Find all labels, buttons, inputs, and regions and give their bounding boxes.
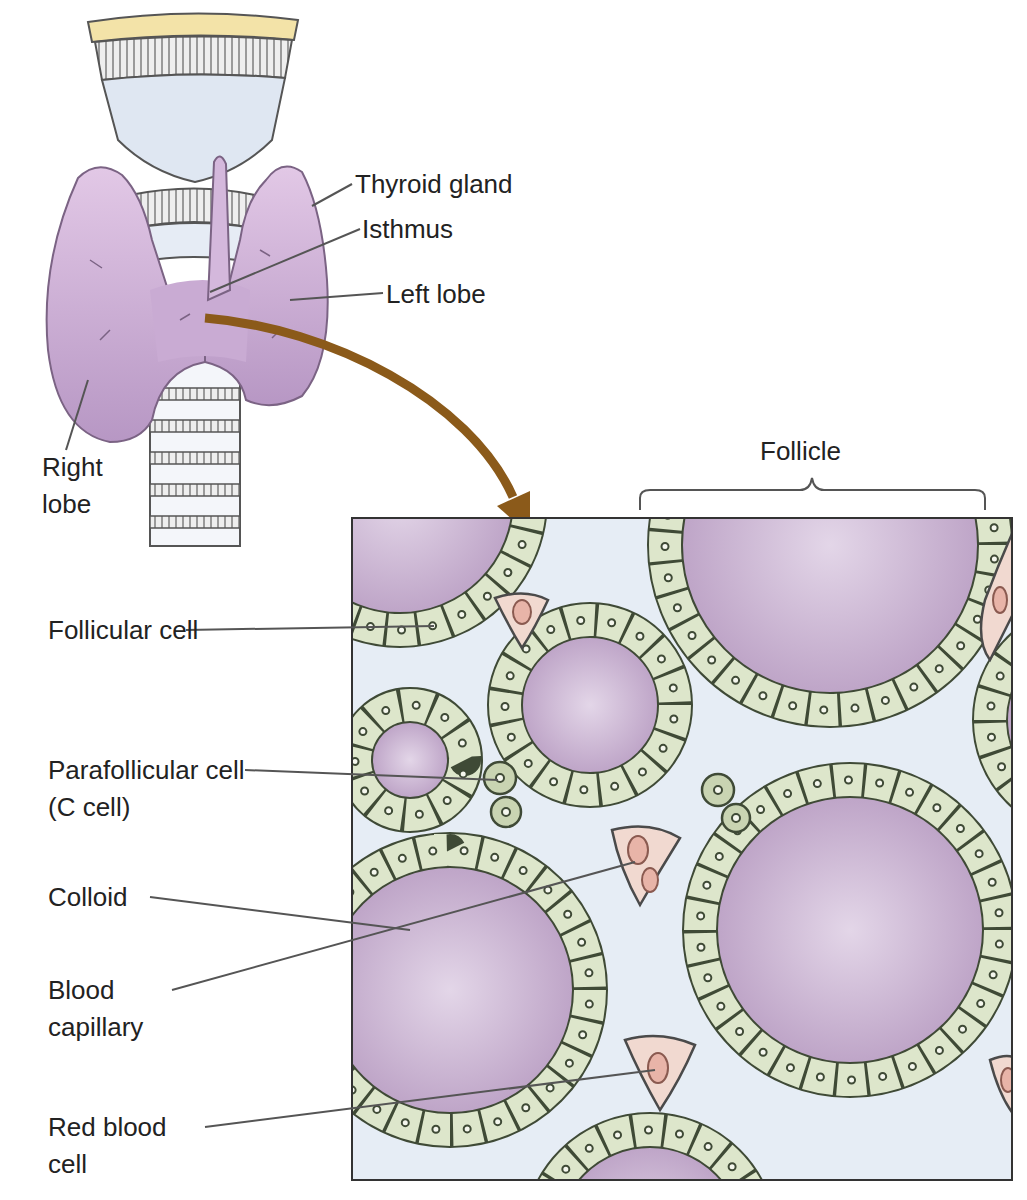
- part-label: Right lobe: [42, 449, 132, 523]
- leader-lines: [66, 184, 655, 1127]
- follicle: [505, 620, 675, 790]
- part-label: Blood capillary: [48, 972, 198, 1046]
- part-label: Isthmus: [362, 211, 453, 248]
- zoom-arrow: [205, 318, 530, 535]
- follicle-bracket: [640, 478, 985, 510]
- part-label: Follicular cell: [48, 612, 208, 649]
- blood-capillary: [495, 520, 1012, 1120]
- follicle: [665, 518, 995, 710]
- part-label: Left lobe: [386, 276, 486, 313]
- section-frame: [352, 518, 1012, 1180]
- histology-section: [352, 518, 1012, 1180]
- part-label: Thyroid gland: [355, 166, 513, 203]
- follicle: [352, 850, 590, 1130]
- part-label: Red blood cell: [48, 1109, 188, 1183]
- follicle: [700, 780, 1000, 1080]
- part-label: Follicle: [760, 433, 841, 470]
- part-label: Parafollicular cell (C cell): [48, 752, 258, 826]
- follicle: [355, 705, 465, 815]
- follicle: [540, 1130, 760, 1180]
- part-label: Colloid: [48, 879, 128, 916]
- parafollicular-cell: [484, 762, 750, 832]
- thyroid-lobes: [47, 156, 328, 442]
